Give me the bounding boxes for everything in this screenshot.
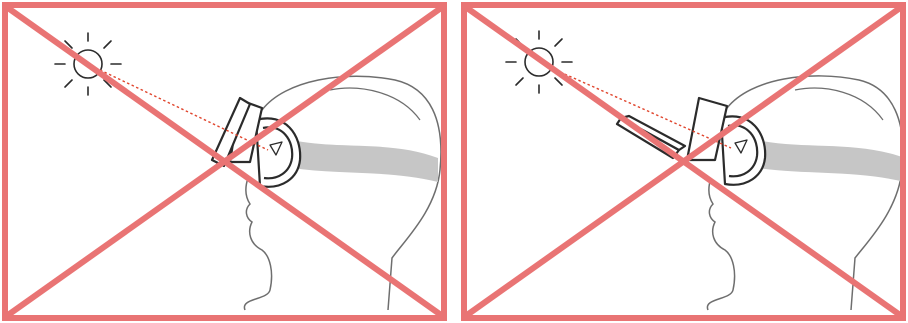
- headset-strap: [757, 140, 905, 182]
- head-outline: [707, 76, 903, 310]
- warning-panel-left: [0, 0, 449, 323]
- warning-panel-right: [459, 0, 908, 323]
- headset-strap: [292, 140, 438, 182]
